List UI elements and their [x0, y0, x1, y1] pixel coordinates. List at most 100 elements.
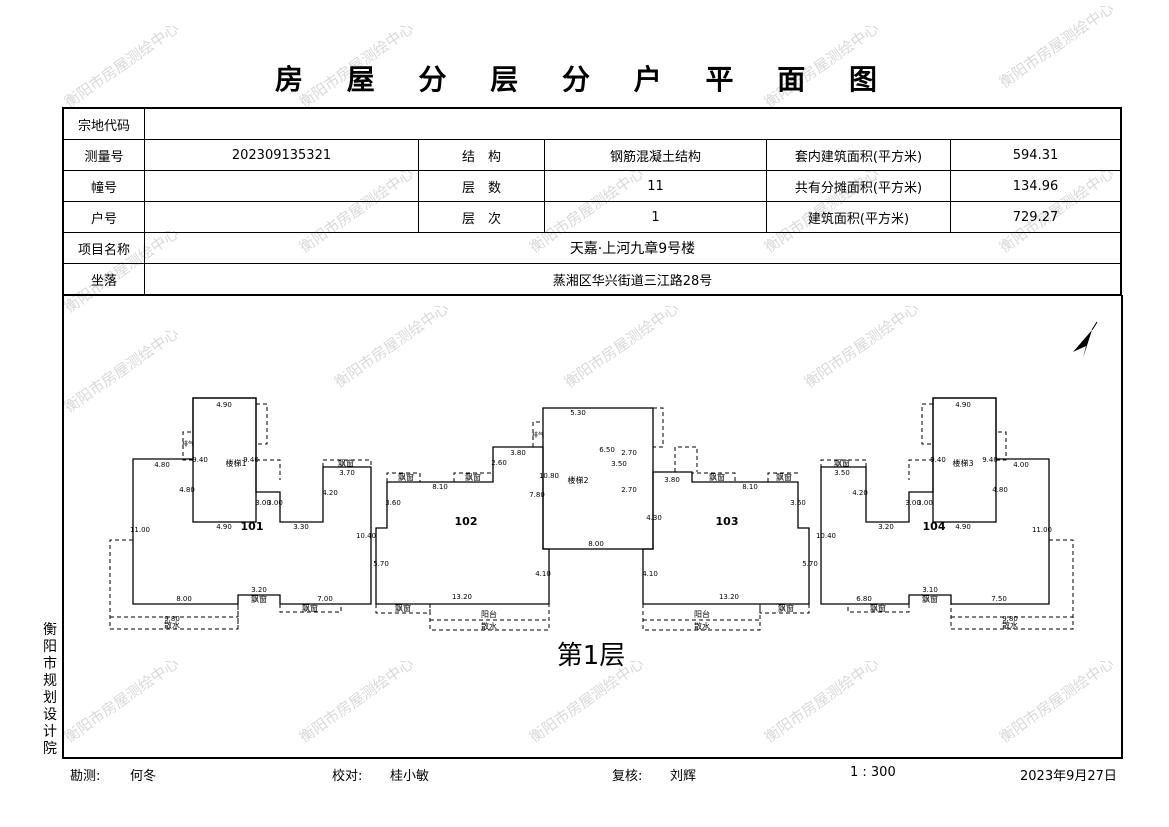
dimension-label: 3.20	[251, 586, 267, 594]
dimension-label: 2.70	[621, 486, 637, 494]
bay-window-label: 飘窗	[776, 472, 792, 482]
bay-window-label: 飘窗	[922, 594, 938, 604]
dimension-label: 4.90	[216, 401, 232, 409]
unit-label-102: 102	[455, 515, 478, 528]
shared-area-label: 共有分摊面积(平方米)	[766, 170, 951, 202]
dimension-label: 4.30	[646, 514, 662, 522]
table-row: 户号 层 次 1 建筑面积(平方米) 729.27	[62, 201, 1122, 233]
structure-label: 结 构	[418, 139, 545, 171]
surveyor-label: 勘测:	[70, 769, 101, 784]
table-row: 幢号 层 数 11 共有分摊面积(平方米) 134.96	[62, 170, 1122, 202]
dimension-label: 3.50	[611, 460, 627, 468]
dimension-label: 3.20	[878, 523, 894, 531]
apron-label: 散水	[481, 621, 497, 631]
table-row: 坐落 蒸湘区华兴街道三江路28号	[62, 263, 1122, 296]
dimension-label: 4.10	[642, 570, 658, 578]
vent-label: 排气	[182, 440, 194, 448]
dimension-label: 4.00	[1013, 461, 1029, 469]
dimension-label: 3.70	[339, 469, 355, 477]
dimension-label: 3.60	[790, 499, 806, 507]
balcony-label: 阳台	[694, 609, 710, 619]
building-no-label: 幢号	[62, 170, 145, 202]
dimension-label: 8.10	[432, 483, 448, 491]
bay-window-label: 飘窗	[338, 458, 354, 468]
survey-no-label: 测量号	[62, 139, 145, 171]
dimension-label: 5.30	[570, 409, 586, 417]
dimension-label: 10.40	[356, 532, 376, 540]
dimension-labels: 4.90 4.90 4.80 9.40 9.40 4.80 3.00 3.00 …	[130, 401, 1052, 623]
dimension-label: 7.50	[991, 595, 1007, 603]
drawing-frame	[62, 295, 1123, 759]
dimension-label: 8.00	[176, 595, 192, 603]
dimension-label: 4.20	[322, 489, 338, 497]
unit-101-outline	[132, 397, 372, 605]
dimension-label: 3.00	[905, 499, 921, 507]
dimension-label: 10.80	[539, 472, 559, 480]
shared-area-value: 134.96	[950, 170, 1122, 202]
dimension-label: 9.80	[1002, 615, 1018, 623]
page-title: 房 屋 分 层 分 户 平 面 图	[275, 63, 894, 96]
surveyor-name: 何冬	[130, 769, 157, 784]
side-char: 市	[43, 656, 57, 672]
bay-window-label: 飘窗	[870, 603, 886, 613]
side-char: 划	[43, 690, 57, 706]
dimension-label: 13.20	[452, 593, 472, 601]
dimension-label: 4.10	[535, 570, 551, 578]
side-char: 院	[43, 741, 57, 757]
dimension-label: 3.50	[834, 469, 850, 477]
unit-label-103: 103	[716, 515, 739, 528]
reviewer-name: 刘辉	[670, 769, 697, 784]
dimension-label: 3.60	[385, 499, 401, 507]
unit-103-outline	[642, 471, 810, 605]
dimension-label: 8.00	[588, 540, 604, 548]
project-value: 天嘉·上河九章9号楼	[144, 232, 1122, 264]
dimension-label: 7.80	[529, 491, 545, 499]
table-row: 测量号 202309135321 结 构 钢筋混凝土结构 套内建筑面积(平方米)…	[62, 139, 1122, 171]
bay-window-label: 飘窗	[302, 603, 318, 613]
unit-102-outline	[375, 446, 550, 605]
checker-name: 桂小敏	[390, 769, 430, 784]
dimension-label: 2.70	[621, 449, 637, 457]
building-area-value: 729.27	[950, 201, 1122, 233]
dimension-label: 3.30	[293, 523, 309, 531]
dimension-label: 8.10	[742, 483, 758, 491]
dimension-label: 4.20	[852, 489, 868, 497]
unit-104-outline	[820, 397, 1050, 605]
bay-window-label: 飘窗	[778, 603, 794, 613]
apron-label: 散水	[164, 620, 180, 630]
dimension-label: 6.80	[856, 595, 872, 603]
apron-label: 散水	[1002, 620, 1018, 630]
dimension-label: 3.00	[267, 499, 283, 507]
vent-label: 排气	[532, 431, 544, 439]
dimension-label: 4.80	[154, 461, 170, 469]
scale: 1 : 300	[850, 765, 896, 780]
floor-title: 第1层	[557, 641, 626, 671]
dimension-label: 3.80	[664, 476, 680, 484]
building-no-value	[144, 170, 419, 202]
dimension-label: 4.90	[216, 523, 232, 531]
dimension-label: 6.50	[599, 446, 615, 454]
stair-label: 楼梯2	[567, 475, 588, 485]
side-char: 计	[43, 724, 57, 740]
dimension-label: 5.70	[802, 560, 818, 568]
dimension-label: 3.00	[255, 499, 271, 507]
dimension-label: 10.40	[816, 532, 836, 540]
table-row: 项目名称 天嘉·上河九章9号楼	[62, 232, 1122, 264]
building-area-label: 建筑面积(平方米)	[766, 201, 951, 233]
reviewer-label: 复核:	[612, 769, 643, 784]
dimension-label: 4.90	[955, 523, 971, 531]
institute-vertical-text: 衡阳市规 划设计院	[42, 622, 58, 758]
stair-label: 楼梯3	[952, 458, 973, 468]
inner-area-value: 594.31	[950, 139, 1122, 171]
bay-window-label: 飘窗	[834, 458, 850, 468]
location-label: 坐落	[62, 263, 145, 296]
side-char: 阳	[43, 639, 57, 655]
dimension-label: 4.90	[955, 401, 971, 409]
bay-window-label: 飘窗	[251, 594, 267, 604]
bay-window-label: 飘窗	[465, 472, 481, 482]
unit-label-101: 101	[241, 520, 264, 533]
dashed-features	[109, 403, 1074, 631]
bay-window-label: 飘窗	[398, 472, 414, 482]
side-char: 设	[43, 707, 57, 723]
side-char: 规	[43, 673, 57, 689]
